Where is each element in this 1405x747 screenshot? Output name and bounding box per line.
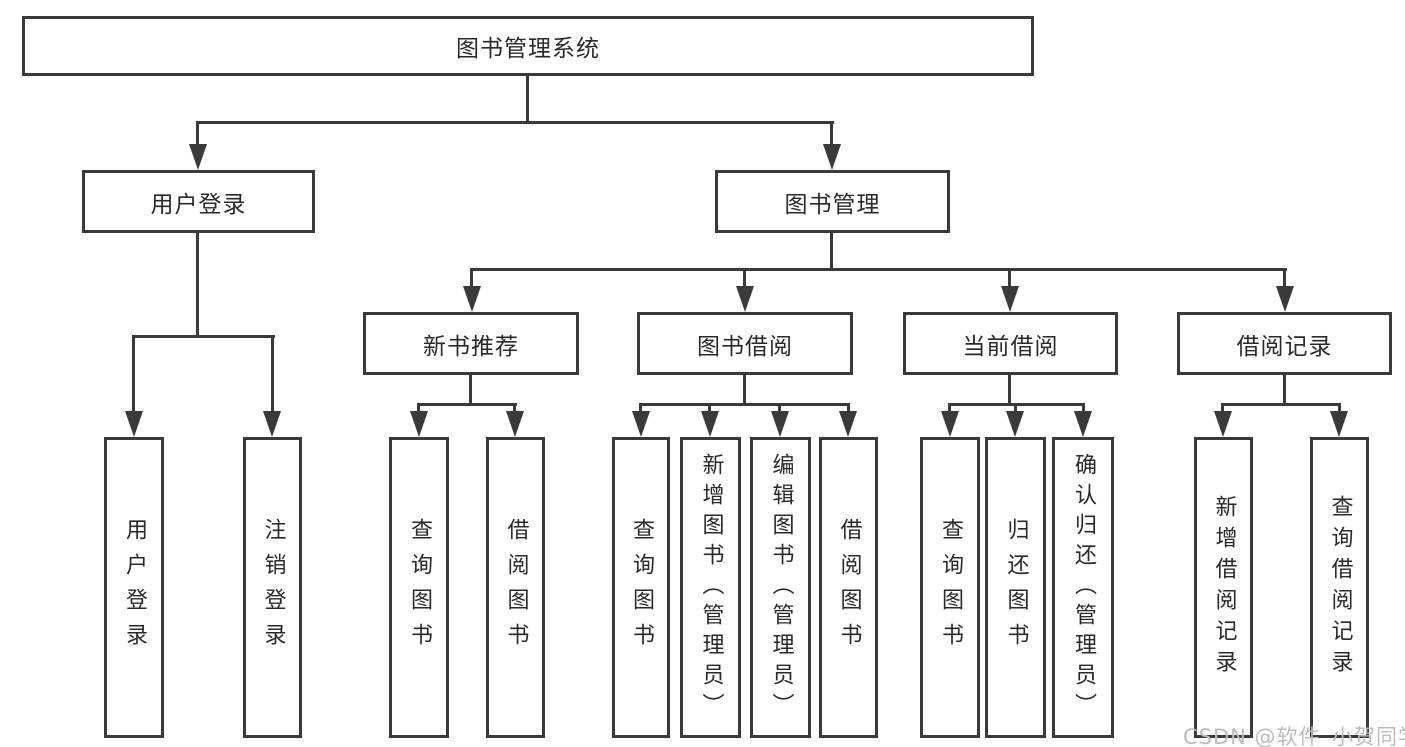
arrowhead-down-icon <box>1214 411 1232 437</box>
arrowhead-down-icon <box>263 411 281 437</box>
arrowhead-down-icon <box>736 286 754 312</box>
node-library-system: 图书管理系统 <box>22 16 1034 76</box>
connector-line <box>830 121 833 151</box>
leaf-label: 查询图书 <box>407 517 432 658</box>
leaf-label: 查询图书 <box>629 517 654 658</box>
node-book-borrow: 图书借阅 <box>637 312 853 375</box>
arrowhead-down-icon <box>189 144 207 170</box>
connector-line <box>271 335 274 419</box>
leaf-label: 借阅图书 <box>836 517 862 658</box>
arrowhead-down-icon <box>1006 411 1024 437</box>
connector-line <box>196 233 199 337</box>
connector-line <box>743 375 746 405</box>
arrowhead-down-icon <box>839 411 857 437</box>
connector-line <box>639 403 850 406</box>
arrowhead-down-icon <box>632 411 650 437</box>
connector-line <box>1008 268 1011 294</box>
arrowhead-down-icon <box>823 144 841 170</box>
connector-line <box>830 233 833 270</box>
leaf-label: 用户登录 <box>122 517 147 658</box>
leaf-label: 新增图书（管理员） <box>698 452 724 723</box>
leaf-borrow-books-2: 借阅图书 <box>819 437 878 738</box>
arrowhead-down-icon <box>771 411 789 437</box>
connector-line <box>132 335 275 338</box>
arrowhead-down-icon <box>1001 286 1019 312</box>
node-new-book-recommend: 新书推荐 <box>363 312 579 375</box>
node-book-management: 图书管理 <box>715 170 950 233</box>
leaf-query-books-3: 查询图书 <box>920 437 980 738</box>
csdn-watermark: CSDN @软件_小贺同学 <box>1183 725 1405 747</box>
leaf-query-borrow-record: 查询借阅记录 <box>1310 437 1369 738</box>
leaf-label: 查询借阅记录 <box>1327 494 1353 681</box>
leaf-confirm-return-admin: 确认归还（管理员） <box>1052 437 1114 738</box>
leaf-query-books-2: 查询图书 <box>612 437 670 738</box>
connector-line <box>196 121 199 151</box>
arrowhead-down-icon <box>506 411 524 437</box>
node-user-login: 用户登录 <box>82 170 315 233</box>
arrowhead-down-icon <box>701 411 719 437</box>
leaf-add-borrow-record: 新增借阅记录 <box>1194 437 1253 738</box>
leaf-label: 确认归还（管理员） <box>1071 452 1096 723</box>
connector-line <box>469 375 472 405</box>
connector-line <box>1283 268 1286 294</box>
arrowhead-down-icon <box>1330 411 1348 437</box>
leaf-label: 查询图书 <box>938 517 963 658</box>
connector-line <box>1283 375 1286 405</box>
arrowhead-down-icon <box>941 411 959 437</box>
leaf-query-books-1: 查询图书 <box>389 437 449 738</box>
arrowhead-down-icon <box>1074 411 1092 437</box>
leaf-borrow-books-1: 借阅图书 <box>486 437 545 738</box>
arrowhead-down-icon <box>125 411 143 437</box>
connector-line <box>470 268 1287 271</box>
node-borrow-records: 借阅记录 <box>1177 312 1392 375</box>
node-current-borrow: 当前借阅 <box>903 312 1118 375</box>
leaf-edit-book-admin: 编辑图书（管理员） <box>750 437 811 738</box>
connector-line <box>1008 375 1011 405</box>
connector-line <box>132 335 135 419</box>
arrowhead-down-icon <box>463 286 481 312</box>
leaf-label: 借阅图书 <box>503 517 529 658</box>
arrowhead-down-icon <box>410 411 428 437</box>
arrowhead-down-icon <box>1276 286 1294 312</box>
connector-line <box>417 403 517 406</box>
leaf-label: 注销登录 <box>260 517 286 658</box>
connector-line <box>526 76 529 124</box>
leaf-label: 编辑图书（管理员） <box>768 452 794 723</box>
leaf-return-book: 归还图书 <box>985 437 1046 738</box>
connector-line <box>470 268 473 294</box>
leaf-label: 新增借阅记录 <box>1211 494 1237 681</box>
leaf-user-login: 用户登录 <box>104 437 164 738</box>
connector-line <box>743 268 746 294</box>
connector-line <box>196 121 834 124</box>
leaf-label: 归还图书 <box>1003 517 1029 658</box>
leaf-add-book-admin: 新增图书（管理员） <box>680 437 741 738</box>
leaf-logout: 注销登录 <box>243 437 302 738</box>
connector-line <box>1221 403 1341 406</box>
